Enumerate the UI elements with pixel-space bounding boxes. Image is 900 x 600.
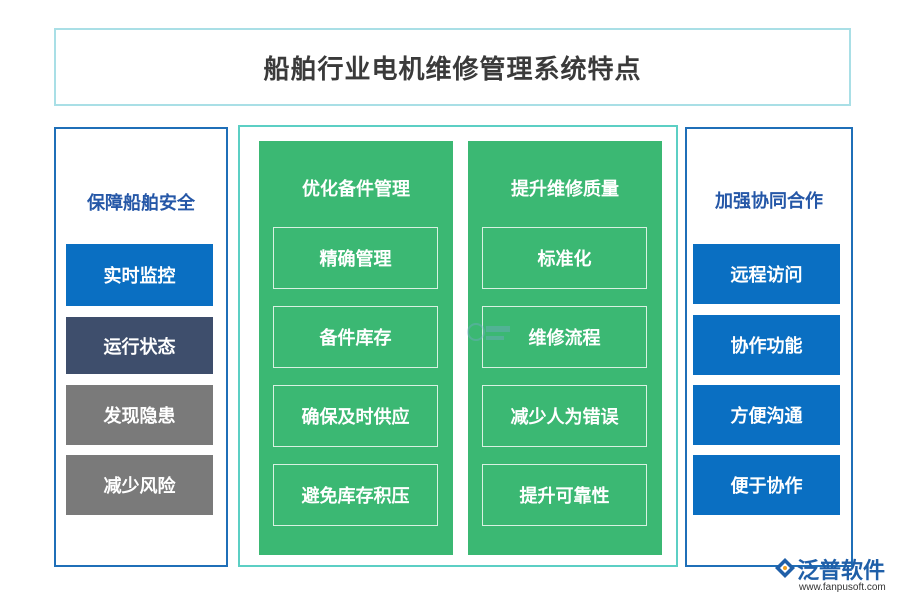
left-item: 发现隐患 bbox=[66, 385, 213, 445]
left-item: 运行状态 bbox=[66, 317, 213, 374]
column-item: 维修流程 bbox=[482, 306, 647, 368]
logo-mark-icon bbox=[775, 558, 795, 578]
right-item: 协作功能 bbox=[693, 315, 840, 375]
column-repair-quality: 提升维修质量 标准化 维修流程 减少人为错误 提升可靠性 bbox=[468, 141, 662, 555]
column-item: 标准化 bbox=[482, 227, 647, 289]
column-item: 避免库存积压 bbox=[273, 464, 438, 526]
left-item: 减少风险 bbox=[66, 455, 213, 515]
left-item: 实时监控 bbox=[66, 244, 213, 306]
right-item: 远程访问 bbox=[693, 244, 840, 304]
right-panel: 加强协同合作 远程访问 协作功能 方便沟通 便于协作 bbox=[685, 127, 853, 567]
column-heading: 提升维修质量 bbox=[511, 179, 619, 200]
right-heading: 加强协同合作 bbox=[715, 191, 823, 212]
watermark-icon bbox=[467, 323, 510, 341]
column-item: 备件库存 bbox=[273, 306, 438, 368]
column-item: 减少人为错误 bbox=[482, 385, 647, 447]
right-item: 便于协作 bbox=[693, 455, 840, 515]
column-item: 精确管理 bbox=[273, 227, 438, 289]
column-spare-parts: 优化备件管理 精确管理 备件库存 确保及时供应 避免库存积压 bbox=[259, 141, 453, 555]
column-item: 确保及时供应 bbox=[273, 385, 438, 447]
page-title: 船舶行业电机维修管理系统特点 bbox=[263, 54, 642, 85]
column-heading: 优化备件管理 bbox=[302, 179, 410, 200]
center-frame bbox=[238, 125, 678, 567]
right-item: 方便沟通 bbox=[693, 385, 840, 445]
logo-url: www.fanpusoft.com bbox=[799, 582, 886, 593]
left-panel: 保障船舶安全 实时监控 运行状态 发现隐患 减少风险 bbox=[54, 127, 228, 567]
logo-name: 泛普软件 bbox=[797, 559, 886, 584]
column-item: 提升可靠性 bbox=[482, 464, 647, 526]
title-box: 船舶行业电机维修管理系统特点 bbox=[54, 28, 851, 106]
brand-logo: 泛普软件 www.fanpusoft.com bbox=[773, 553, 893, 597]
left-heading: 保障船舶安全 bbox=[87, 193, 195, 214]
